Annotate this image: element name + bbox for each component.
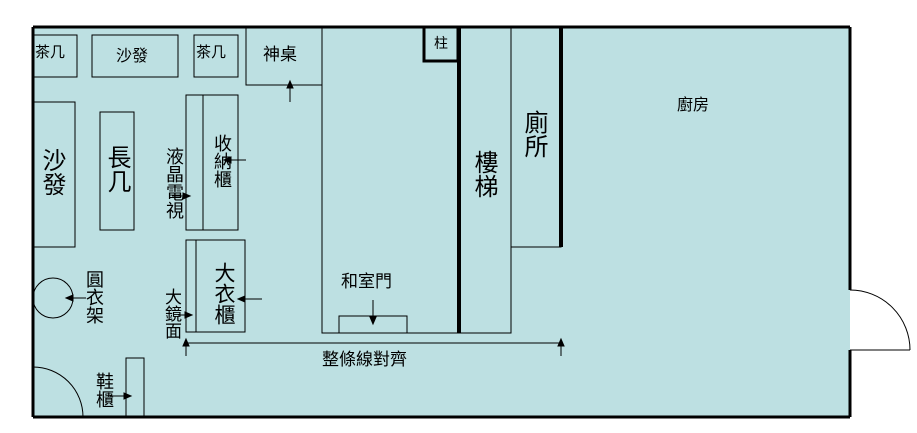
stairs-label: 樓梯 [470, 150, 498, 198]
sofa-left-box [32, 101, 76, 248]
mirror-label: 大鏡面 [161, 288, 181, 339]
wardrobe-label: 大衣櫃 [212, 262, 236, 325]
door-arrow [369, 300, 377, 326]
altar-label: 神桌 [263, 45, 297, 65]
floor-area [33, 27, 850, 417]
tv-arrow [172, 192, 192, 200]
mirror-arrow [178, 311, 194, 319]
toilet-label: 廁所 [520, 110, 548, 158]
shoe-cabinet-arrow [110, 392, 133, 400]
shoe-cabinet-box [125, 357, 145, 418]
sofa-top-label: 沙發 [116, 46, 149, 65]
tea-table-left-box [32, 34, 78, 78]
wardrobe-arrow [236, 295, 262, 303]
long-table-box [99, 111, 135, 231]
coat-rack-arrow [64, 294, 86, 302]
tea-table-right-box [193, 34, 239, 78]
align-note-label: 整條線對齊 [322, 350, 407, 370]
right-door [849, 289, 911, 351]
pillar-label: 柱 [434, 36, 448, 52]
long-table-label: 長几 [103, 145, 131, 193]
wardrobe-box [195, 239, 246, 333]
tea-table-left-label: 茶几 [35, 43, 66, 61]
alignment-line [182, 337, 565, 356]
lcd-tv-label: 液晶電視 [163, 147, 184, 219]
bottom-left-door [32, 366, 84, 418]
altar-arrow [286, 79, 294, 102]
pillar-box [422, 25, 460, 63]
tea-table-right-label: 茶几 [196, 43, 227, 61]
storage-arrow [222, 156, 246, 164]
sofa-top-box [91, 34, 179, 78]
sofa-left-label: 沙發 [38, 148, 66, 196]
storage-cabinet-box [202, 94, 239, 231]
coat-rack-label: 圓衣架 [83, 270, 104, 324]
storage-cabinet-label: 收納櫃 [211, 134, 232, 188]
kitchen-label: 廚房 [677, 95, 710, 114]
shoe-cabinet-label: 鞋櫃 [93, 372, 114, 408]
washitsu-door-label: 和室門 [341, 272, 392, 292]
